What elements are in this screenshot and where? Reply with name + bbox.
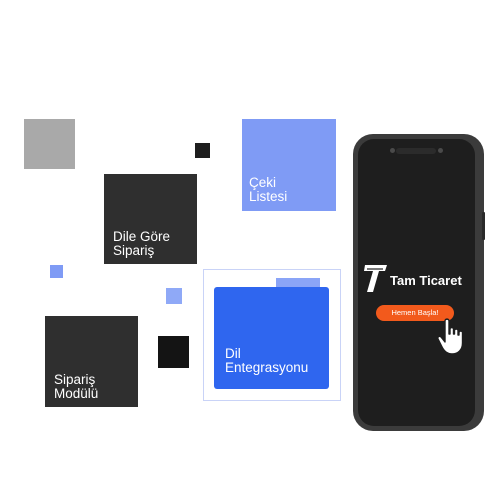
- tile-dile-gore-siparis: Dile Göre Sipariş: [104, 174, 197, 264]
- pointer-hand-icon: [437, 318, 464, 355]
- tile-label-line1: Çeki: [249, 175, 277, 190]
- gray-square-decoration: [24, 119, 75, 169]
- tile-ceki-listesi: Çeki Listesi: [242, 119, 336, 211]
- tile-label-line1: Dile Göre: [113, 229, 171, 244]
- phone-mockup: Tam Ticaret Hemen Başla!: [353, 134, 485, 431]
- tile-label-line2: Modülü: [54, 386, 99, 401]
- tam-ticaret-logo-icon: [364, 265, 387, 292]
- folder-frame: [203, 269, 341, 401]
- phone-screen: Tam Ticaret Hemen Başla!: [358, 139, 475, 426]
- tile-label-line1: Dil: [225, 346, 241, 361]
- tile-siparis-modulu: Sipariş Modülü: [45, 316, 138, 407]
- tile-label: Çeki Listesi: [249, 176, 287, 204]
- camera-icon: [390, 148, 395, 153]
- phone-speaker: [396, 148, 436, 154]
- small-blue-square-decoration: [50, 265, 63, 278]
- tile-label: Sipariş Modülü: [54, 373, 98, 401]
- tile-label-line2: Entegrasyonu: [225, 360, 309, 375]
- hemen-basla-button[interactable]: Hemen Başla!: [376, 305, 454, 321]
- brand-name: Tam Ticaret: [390, 273, 462, 288]
- small-blue-square-decoration: [166, 288, 182, 304]
- black-square-decoration: [158, 336, 189, 368]
- sensor-icon: [438, 148, 443, 153]
- small-black-square-decoration: [195, 143, 210, 158]
- tile-label-line2: Listesi: [249, 189, 288, 204]
- tile-label: Dil Entegrasyonu: [225, 347, 308, 375]
- tile-label: Dile Göre Sipariş: [113, 230, 170, 258]
- phone-side-button: [482, 212, 485, 240]
- folder-dil-entegrasyonu: Dil Entegrasyonu: [214, 287, 329, 389]
- tile-label-line1: Sipariş: [54, 372, 96, 387]
- tile-label-line2: Sipariş: [113, 243, 155, 258]
